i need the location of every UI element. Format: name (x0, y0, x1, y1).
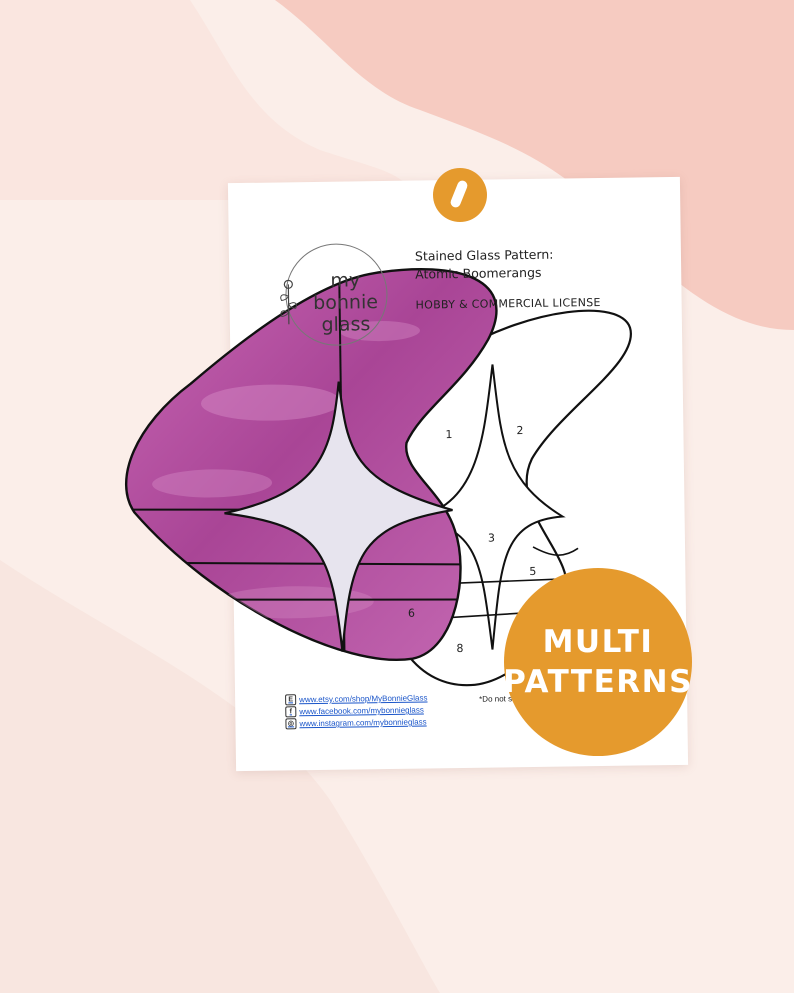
pattern-sheet: 1 2 3 5 6 8 my bonnie glass Stained Glas… (123, 176, 689, 772)
instagram-link[interactable]: ◎ www.instagram.com/mybonnieglass (285, 716, 427, 730)
facebook-link-text[interactable]: www.facebook.com/mybonnieglass (299, 705, 424, 717)
instagram-icon: ◎ (285, 718, 297, 730)
instagram-link-text[interactable]: www.instagram.com/mybonnieglass (299, 717, 427, 729)
piece-label: 5 (529, 565, 536, 578)
badge-line1: MULTI (542, 624, 654, 660)
etsy-link-text[interactable]: www.etsy.com/shop/MyBonnieGlass (299, 693, 428, 705)
etsy-icon: E (285, 694, 297, 706)
logo-line1: my bonnie (313, 269, 379, 315)
logo: my bonnie glass (295, 269, 396, 336)
facebook-link[interactable]: f www.facebook.com/mybonnieglass (285, 705, 424, 718)
piece-label: 1 (445, 428, 452, 441)
pin-icon (433, 168, 487, 222)
piece-label: 3 (488, 531, 495, 544)
flower-sprig-icon (280, 279, 297, 325)
piece-label: 6 (408, 607, 415, 620)
glass-star-shape (224, 381, 453, 652)
piece-label: 8 (456, 642, 463, 655)
page-title: Stained Glass Pattern: (414, 246, 554, 264)
piece-label: 2 (516, 424, 523, 437)
pattern-name: Atomic Boomerangs (415, 264, 542, 282)
pattern-drawing: 1 2 3 5 6 8 (123, 267, 632, 687)
multi-patterns-badge: MULTI PATTERNS (503, 568, 693, 756)
background-blob-bottom (0, 560, 440, 993)
background-blob-light (0, 0, 420, 200)
facebook-icon: f (285, 706, 297, 718)
logo-line2: glass (321, 313, 371, 336)
etsy-link[interactable]: E www.etsy.com/shop/MyBonnieGlass (285, 692, 428, 706)
pin-highlight (449, 179, 469, 209)
license-label: HOBBY & COMMERCIAL LICENSE (415, 295, 601, 312)
white-star-shape (402, 364, 566, 650)
badge-line2: PATTERNS (503, 664, 693, 700)
white-lead-line (532, 546, 579, 556)
purple-boomerang (125, 267, 498, 661)
